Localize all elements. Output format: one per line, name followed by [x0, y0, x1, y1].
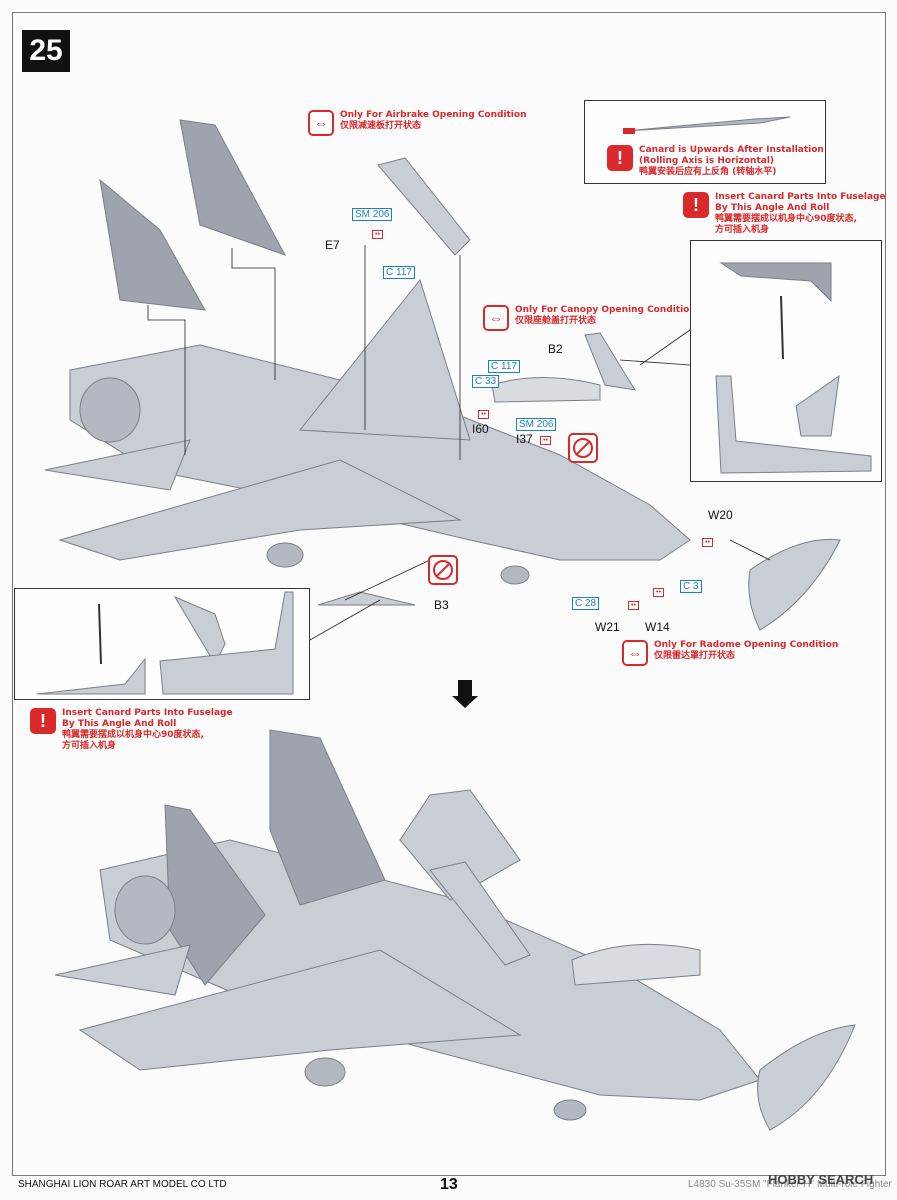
page-number: 13 [440, 1176, 458, 1193]
prohibited-icon [428, 555, 458, 585]
canard-insert-bottom-line2: By This Angle And Roll [62, 719, 177, 729]
bottom-aircraft-canopy [571, 943, 701, 986]
leader-line-b3 [344, 559, 431, 601]
glue-mark: •• [702, 538, 713, 547]
canard-insert-bottom-cn1: 鸭翼需要摆成以机身中心90度状态, [62, 730, 204, 740]
part-box-c117: C 117 [488, 360, 520, 373]
part-label-i37: I37 [516, 432, 533, 446]
top-aircraft-wheel [266, 542, 304, 568]
part-label-b2: B2 [548, 342, 563, 356]
top-aircraft-tail-left [99, 178, 206, 311]
bottom-aircraft-nose-wheel [553, 1099, 587, 1121]
exclamation-icon: ! [607, 145, 633, 171]
part-label-w21: W21 [595, 620, 620, 634]
canard-detail-drawing [715, 262, 872, 474]
canard-part-b2 [584, 332, 637, 391]
canard-part-b3 [317, 591, 416, 606]
bottom-aircraft-radome [757, 1024, 856, 1131]
canard-insert-top-line1: Insert Canard Parts Into Fuselage [715, 192, 886, 202]
canopy-note-en: Only For Canopy Opening Condition [515, 305, 696, 315]
glue-mark: •• [628, 601, 639, 610]
canard-upward-inset: ! Canard is Upwards After Installation(R… [584, 100, 826, 184]
top-aircraft-wing-left [58, 459, 462, 561]
bottom-aircraft-stab [54, 944, 191, 996]
bottom-aircraft-airbrake [429, 861, 531, 966]
radome-part [748, 538, 841, 631]
double-arrow-icon: ⇔ [622, 640, 648, 666]
leader-line-tail-right [231, 248, 276, 380]
airbrake-note-en: Only For Airbrake Opening Condition [340, 110, 527, 120]
footer-company: SHANGHAI LION ROAR ART MODEL CO LTD [18, 1179, 227, 1190]
part-box-c28: C 28 [572, 597, 600, 610]
top-aircraft-engine [79, 377, 141, 443]
part-label-e7: E7 [325, 238, 340, 252]
airbrake-note-cn: 仅限减速板打开状态 [340, 121, 422, 131]
part-label-w14: W14 [645, 620, 670, 634]
down-arrow [452, 680, 478, 708]
watermark-logo: HOBBY SEARCH [768, 1172, 874, 1187]
bottom-aircraft-wing-left [78, 949, 522, 1071]
canopy-part [491, 377, 601, 403]
radome-note-en: Only For Radome Opening Condition [654, 640, 839, 650]
double-arrow-icon: ⇔ [308, 110, 334, 136]
connector-bottom-inset [309, 599, 381, 641]
page-frame [12, 12, 886, 1176]
bottom-aircraft-fuselage [99, 839, 761, 1101]
canard-insert-top-cn2: 方可插入机身 [715, 225, 770, 235]
part-label-w20: W20 [708, 508, 733, 522]
glue-mark: •• [478, 410, 489, 419]
canard-upward-note: ! Canard is Upwards After Installation(R… [607, 145, 824, 178]
bottom-aircraft-wing-right [399, 789, 521, 901]
canard-insert-bottom-cn2: 方可插入机身 [62, 741, 117, 751]
leader-line-radome [729, 539, 771, 561]
top-aircraft-wing-right [299, 278, 471, 441]
part-box-c117: C 117 [383, 266, 415, 279]
bottom-aircraft-engine [114, 875, 176, 945]
canard-side-view [623, 116, 791, 134]
top-aircraft-nose-wheel [500, 565, 530, 585]
part-box-sm206: SM 206 [516, 418, 557, 431]
step-number-badge: 25 [22, 30, 70, 72]
canard-insert-top-cn1: 鸭翼需要摆成以机身中心90度状态, [715, 214, 857, 224]
canard-insert-bottom-line1: Insert Canard Parts Into Fuselage [62, 708, 233, 718]
prohibited-icon [568, 433, 598, 463]
bottom-aircraft-wheel [304, 1057, 346, 1087]
canard-upward-line1: Canard is Upwards After Installation [639, 145, 824, 155]
footer-product: L4830 Su-35SM "Flanker-H" Multi-role Fig… [688, 1179, 892, 1190]
leader-line-tail-left [147, 305, 186, 455]
canard-upward-line2: (Rolling Axis is Horizontal) [639, 156, 775, 166]
canard-detail-inset-bottom [14, 588, 310, 700]
part-box-sm206: SM 206 [352, 208, 393, 221]
glue-mark: •• [653, 588, 664, 597]
bottom-aircraft-tail-right [269, 729, 386, 906]
connector-top-inset [639, 329, 691, 366]
part-box-c33: C 33 [472, 375, 500, 388]
glue-mark: •• [540, 436, 551, 445]
exclamation-icon: ! [683, 192, 709, 218]
part-label-b3: B3 [434, 598, 449, 612]
canard-insert-top-line2: By This Angle And Roll [715, 203, 830, 213]
canard-upward-cn: 鸭翼安装后应有上反角 (转轴水平) [639, 167, 777, 177]
airbrake-part [377, 157, 471, 256]
leader-line-b2 [619, 359, 691, 366]
top-aircraft-tail-right [179, 119, 287, 256]
canard-detail-inset-top [690, 240, 882, 482]
part-box-c3: C 3 [680, 580, 702, 593]
canard-detail-drawing-bottom [36, 591, 294, 695]
part-label-i60: I60 [472, 422, 489, 436]
top-aircraft-stab [44, 439, 191, 491]
canopy-note-cn: 仅限座舱盖打开状态 [515, 316, 597, 326]
exclamation-icon: ! [30, 708, 56, 734]
glue-mark: •• [372, 230, 383, 239]
radome-note-cn: 仅限雷达罩打开状态 [654, 651, 736, 661]
double-arrow-icon: ⇔ [483, 305, 509, 331]
